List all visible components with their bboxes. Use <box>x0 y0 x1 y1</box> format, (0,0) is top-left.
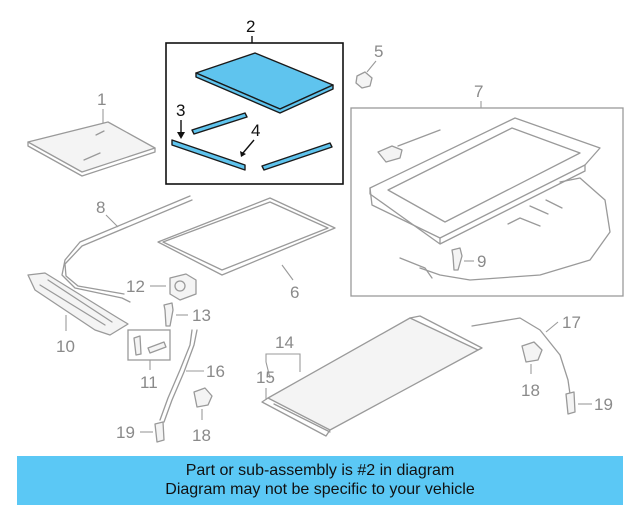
sunroof-frame[interactable] <box>369 117 601 239</box>
callout-5[interactable]: 5 <box>374 42 383 61</box>
glass-panel-edge <box>27 141 156 177</box>
seal-strip-rail-left <box>191 112 248 135</box>
callout-16[interactable]: 16 <box>206 362 225 381</box>
callout-19-right[interactable]: 19 <box>594 395 613 414</box>
parts-diagram: 2 3 4 1 5 7 9 8 6 10 12 <box>27 17 624 445</box>
clip-11a[interactable] <box>133 335 142 356</box>
bolt-5[interactable] <box>355 71 373 89</box>
motor-12-gear <box>174 280 186 292</box>
connector-19-left[interactable] <box>154 421 165 443</box>
screw-13[interactable] <box>163 302 174 327</box>
callout-10[interactable]: 10 <box>56 337 75 356</box>
connector-19-right[interactable] <box>565 391 576 415</box>
drain-hose-16[interactable] <box>159 329 198 423</box>
callout-7[interactable]: 7 <box>474 82 483 101</box>
sunshade-roller-edge <box>261 315 483 437</box>
clip-18-left[interactable] <box>193 387 213 408</box>
callout-1[interactable]: 1 <box>97 90 106 109</box>
callout-13[interactable]: 13 <box>192 306 211 325</box>
info-banner: Part or sub-assembly is #2 in diagram Di… <box>17 456 623 505</box>
callout-6[interactable]: 6 <box>290 283 299 302</box>
leader-5 <box>366 60 377 73</box>
glass-reflection <box>83 130 105 161</box>
deflector-10[interactable] <box>27 272 129 336</box>
callout-2[interactable]: 2 <box>246 17 255 36</box>
callout-19-left[interactable]: 19 <box>116 423 135 442</box>
callout-3[interactable]: 3 <box>176 101 185 120</box>
sunshade-roller-14[interactable] <box>267 317 479 431</box>
banner-line-2: Diagram may not be specific to your vehi… <box>165 481 475 498</box>
roof-seal-8[interactable] <box>61 195 193 303</box>
leader-4 <box>242 139 255 154</box>
arrow-3 <box>177 132 185 139</box>
callout-14[interactable]: 14 <box>275 333 294 352</box>
clip-kit-box <box>127 329 171 361</box>
leader-17 <box>545 321 559 333</box>
weatherstrip-6[interactable] <box>157 197 336 276</box>
frame-assembly-box <box>350 107 624 297</box>
callout-9[interactable]: 9 <box>477 252 486 271</box>
callout-17[interactable]: 17 <box>562 313 581 332</box>
clip-11b[interactable] <box>147 341 167 354</box>
callout-11[interactable]: 11 <box>140 373 158 392</box>
frame-motor <box>377 145 403 163</box>
sunroof-frame-lip <box>369 164 586 245</box>
clip-18-right[interactable] <box>521 341 543 363</box>
cable-17[interactable] <box>471 317 571 395</box>
seal-strip-3[interactable] <box>171 139 246 171</box>
bolt-9[interactable] <box>451 247 463 271</box>
callout-18-left[interactable]: 18 <box>192 426 211 445</box>
frame-cable <box>397 129 611 281</box>
deflector-10-detail <box>39 279 113 326</box>
sunshade-panel-edge <box>195 72 334 114</box>
leader-14 <box>265 353 301 379</box>
seal-strip-rail-right <box>261 142 333 171</box>
callout-4[interactable]: 4 <box>251 121 260 140</box>
frame-harness <box>399 199 563 279</box>
motor-12[interactable] <box>169 273 197 301</box>
leader-6 <box>281 264 294 281</box>
callout-8[interactable]: 8 <box>96 198 105 217</box>
callout-18-right[interactable]: 18 <box>521 381 540 400</box>
banner-line-1: Part or sub-assembly is #2 in diagram <box>185 462 455 479</box>
callout-15[interactable]: 15 <box>256 368 275 387</box>
leader-8 <box>105 214 119 228</box>
sunroof-frame-inner <box>387 127 581 223</box>
callout-12[interactable]: 12 <box>126 277 145 296</box>
glass-panel[interactable] <box>27 121 156 173</box>
arrow-4 <box>240 151 246 157</box>
